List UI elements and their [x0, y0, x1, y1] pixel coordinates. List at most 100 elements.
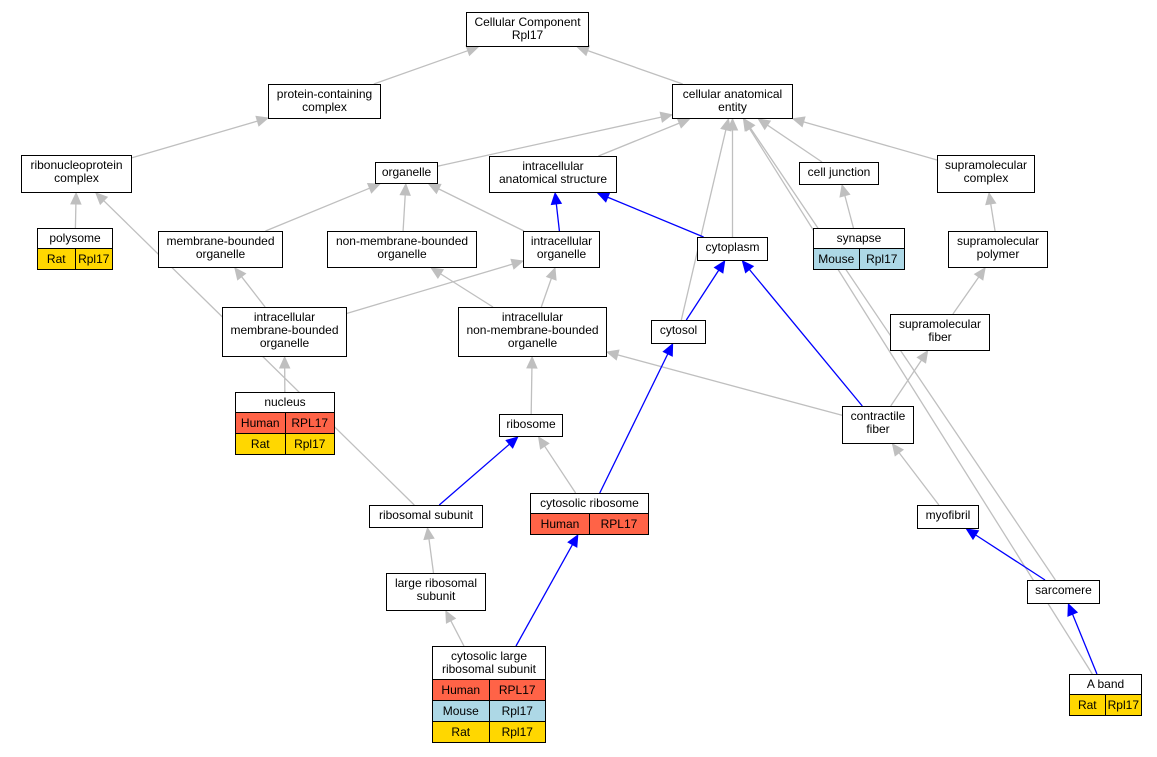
species-cell: Rat	[1077, 698, 1097, 712]
edge-part-of	[975, 534, 1046, 581]
arrowhead-icon	[973, 267, 986, 281]
gene-cell: Rpl17	[74, 249, 113, 269]
node-contractile-fiber[interactable]: contractile fiber	[842, 406, 914, 444]
edge-part-of	[685, 269, 720, 321]
node-organelle[interactable]: organelle	[375, 162, 438, 184]
node-non-membrane-bounded-organelle[interactable]: non-membrane-bounded organelle	[327, 231, 477, 268]
arrowhead-icon	[741, 260, 755, 274]
node-supramolecular-fiber[interactable]: supramolecular fiber	[890, 314, 990, 351]
edge-is-a	[373, 50, 469, 85]
arrowhead-icon	[965, 528, 980, 541]
node-cytosol[interactable]: cytosol	[651, 320, 706, 344]
gene-cell: RPL17	[589, 514, 648, 534]
edge-is-a	[952, 276, 980, 315]
arrowhead-icon	[95, 192, 109, 206]
arrowhead-icon	[366, 183, 381, 194]
edge-is-a	[131, 120, 258, 159]
edge-is-a	[749, 127, 1056, 581]
node-supramolecular-complex[interactable]: supramolecular complex	[937, 155, 1035, 193]
arrowhead-icon	[545, 266, 557, 281]
edge-is-a	[438, 188, 525, 232]
node-cellular-anatomical-entity[interactable]: cellular anatomical entity	[672, 84, 793, 119]
arrowhead-icon	[550, 191, 563, 206]
arrowhead-icon	[596, 192, 611, 203]
node-label: cellular anatomical entity	[682, 87, 783, 114]
node-intracellular-non-membrane-bounded-organelle[interactable]: intracellular non-membrane-bounded organ…	[458, 307, 607, 357]
gene-cell: Rpl17	[284, 434, 335, 454]
edge-part-of	[748, 269, 863, 407]
node-label: supramolecular polymer	[956, 234, 1040, 261]
arrowhead-icon	[713, 259, 726, 274]
edge-is-a	[898, 452, 940, 506]
node-ribonucleoprotein-complex[interactable]: ribonucleoprotein complex	[21, 155, 132, 193]
node-intracellular-membrane-bounded-organelle[interactable]: intracellular membrane-bounded organelle	[222, 307, 347, 357]
node-label: A band	[1070, 675, 1141, 695]
arrowhead-icon	[70, 191, 82, 205]
edge-is-a	[890, 359, 923, 407]
node-label: Cellular Component Rpl17	[474, 15, 581, 42]
node-large-ribosomal-subunit[interactable]: large ribosomal subunit	[386, 573, 486, 611]
edge-is-a	[598, 122, 680, 157]
node-membrane-bounded-organelle[interactable]: membrane-bounded organelle	[158, 231, 283, 268]
arrowhead-icon	[255, 115, 270, 127]
arrowhead-icon	[839, 183, 851, 198]
node-ribosomal-subunit[interactable]: ribosomal subunit	[369, 505, 483, 528]
node-label: intracellular anatomical structure	[498, 159, 608, 186]
arrowhead-icon	[510, 258, 525, 270]
arrowhead-icon	[399, 182, 411, 196]
edge-part-of	[438, 443, 510, 506]
node-label: ribosomal subunit	[378, 508, 474, 522]
species-cell: Mouse	[818, 252, 855, 266]
species-cell: Rat	[250, 437, 270, 451]
gene-cell: RPL17	[284, 413, 335, 433]
node-ribosome[interactable]: ribosome	[499, 414, 563, 437]
arrowhead-icon	[791, 116, 806, 128]
node-cytoplasm[interactable]: cytoplasm	[697, 237, 768, 261]
edge-part-of	[515, 544, 574, 647]
arrowhead-icon	[537, 435, 550, 450]
arrowhead-icon	[757, 118, 772, 131]
arrowhead-icon	[427, 183, 442, 195]
node-label: intracellular organelle	[530, 234, 593, 261]
node-cell-junction[interactable]: cell junction	[799, 162, 879, 185]
arrowhead-icon	[916, 349, 929, 364]
edge-is-a	[587, 50, 683, 85]
node-cellular-component-root[interactable]: Cellular Component Rpl17	[466, 12, 589, 47]
node-label: membrane-bounded organelle	[166, 234, 275, 261]
species-cell: Human	[441, 683, 481, 697]
node-myofibril[interactable]: myofibril	[917, 505, 979, 529]
edge-is-a	[437, 116, 662, 167]
node-label: cell junction	[807, 165, 871, 179]
node-protein-containing-complex[interactable]: protein-containing complex	[268, 84, 381, 119]
node-label: protein-containing complex	[276, 87, 373, 114]
node-label: polysome	[38, 229, 112, 249]
node-label: non-membrane-bounded organelle	[335, 234, 469, 261]
node-label: nucleus	[236, 393, 334, 413]
node-label: large ribosomal subunit	[394, 576, 478, 603]
node-sarcomere[interactable]: sarcomere	[1027, 580, 1100, 604]
node-label: sarcomere	[1035, 583, 1092, 597]
gene-cell: Rpl17	[858, 249, 905, 269]
arrowhead-icon	[465, 45, 480, 57]
arrowhead-icon	[659, 111, 674, 123]
node-supramolecular-polymer[interactable]: supramolecular polymer	[948, 231, 1048, 268]
node-intracellular-organelle[interactable]: intracellular organelle	[523, 231, 600, 268]
arrowhead-icon	[576, 45, 591, 57]
node-intracellular-anatomical-structure[interactable]: intracellular anatomical structure	[489, 156, 617, 193]
node-label: supramolecular complex	[944, 158, 1028, 185]
